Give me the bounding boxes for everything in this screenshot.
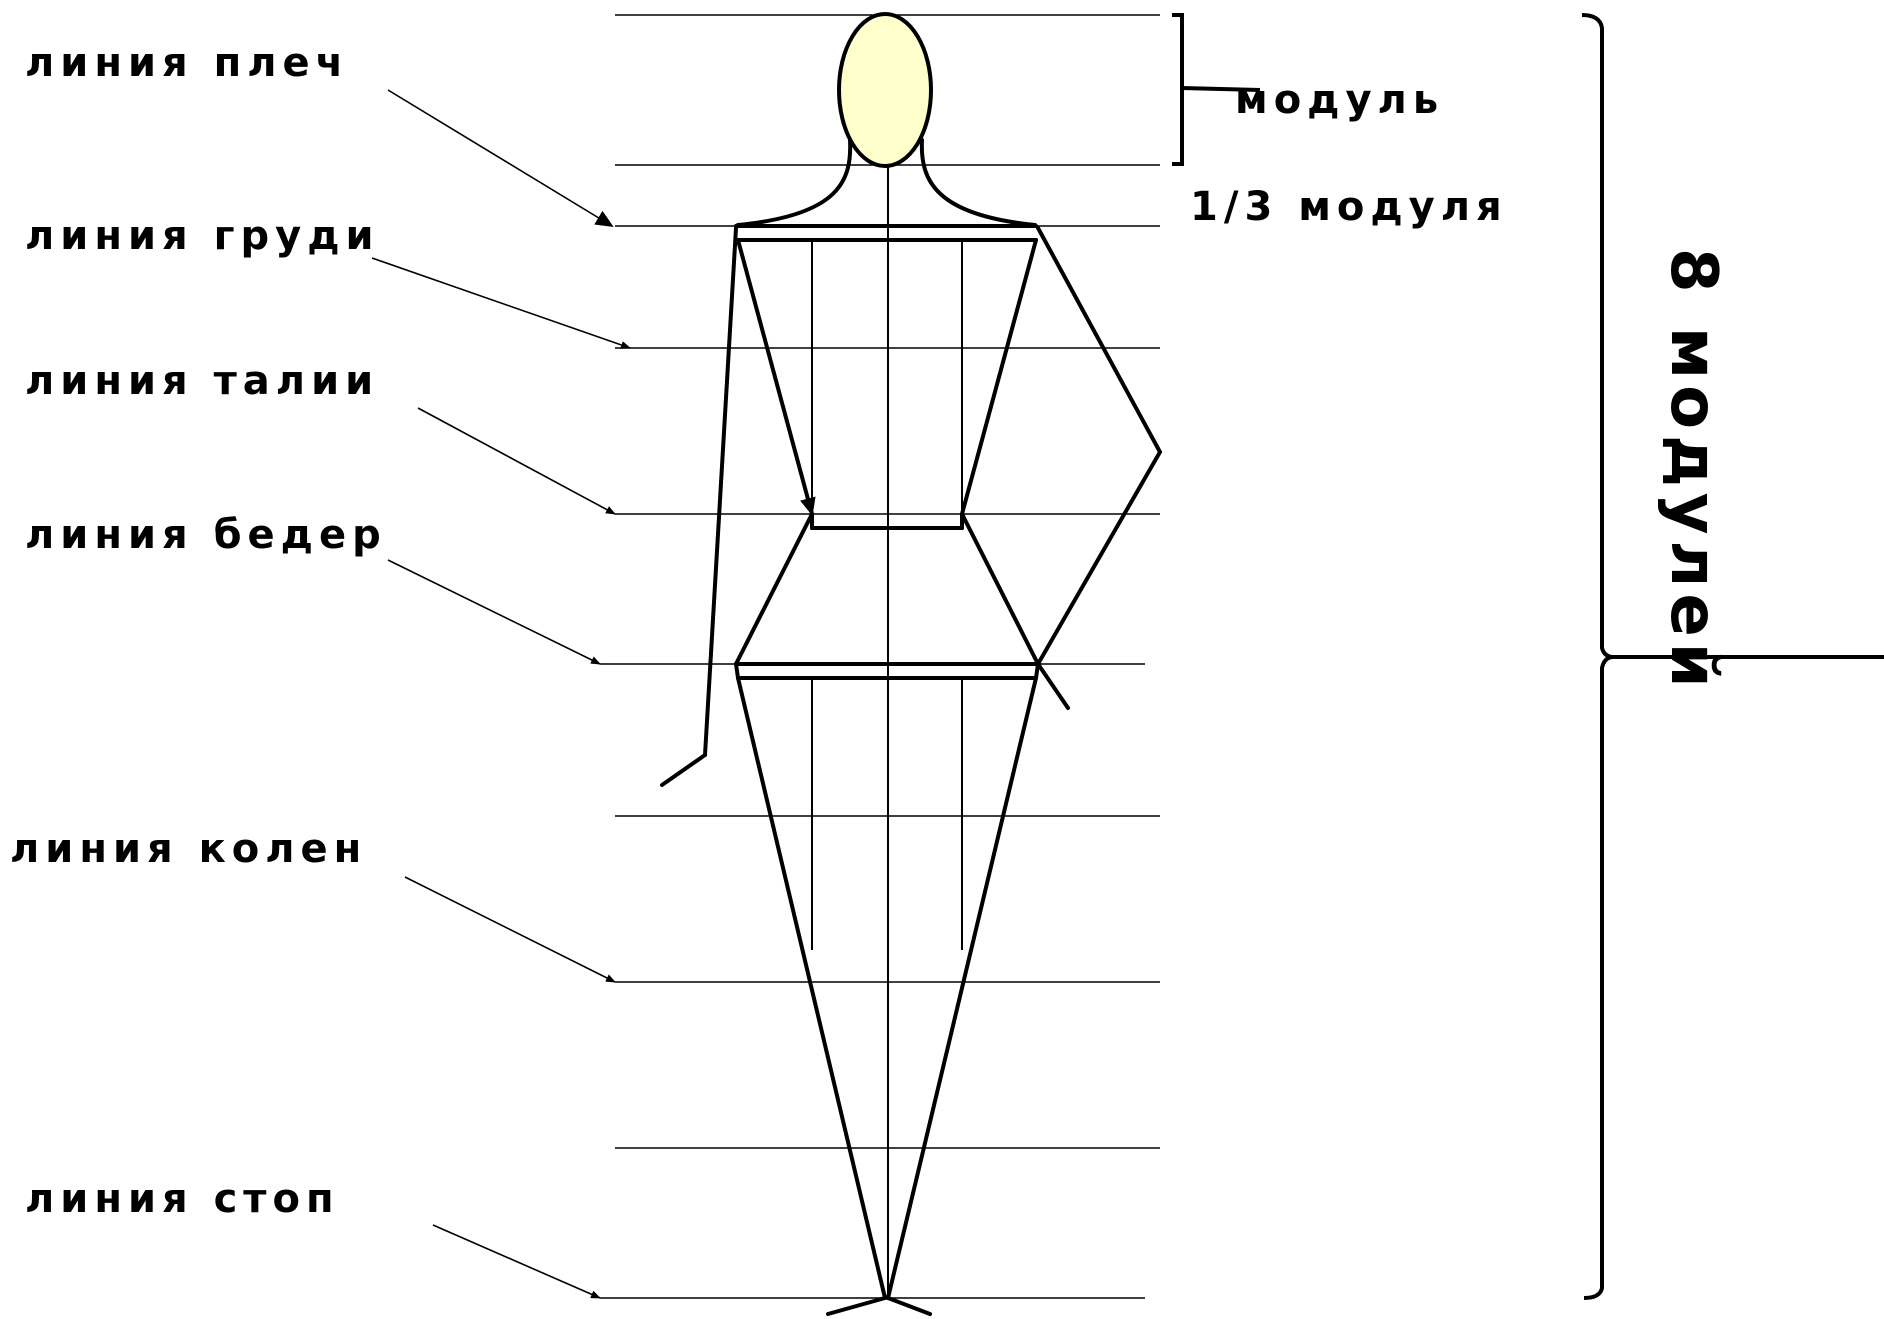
arm-right-hand: [1038, 664, 1068, 708]
arm-right-forearm: [1038, 452, 1160, 664]
module-label: модуль: [1235, 77, 1444, 123]
pointer-waist: [418, 408, 615, 514]
torso-left-diagonal: [738, 240, 812, 514]
head: [839, 14, 931, 166]
hip-right-side: [962, 514, 1038, 664]
label-knees: линия колен: [10, 826, 367, 872]
guide-lines: [600, 15, 1160, 1298]
total-height-brace: [1582, 15, 1884, 1298]
arm-left-hand: [662, 755, 705, 785]
label-feet: линия стоп: [25, 1176, 340, 1222]
label-hips: линия бедер: [25, 512, 387, 558]
label-waist: линия талии: [25, 358, 379, 404]
torso-right-diagonal: [962, 240, 1036, 514]
module-bracket: модуль 1/3 модуля: [1172, 15, 1508, 230]
pointer-shoulders: [388, 90, 612, 226]
arm-left-upper: [705, 228, 736, 755]
line-labels: линия плеч линия груди линия талии линия…: [10, 40, 630, 1298]
pointer-chest: [372, 258, 630, 348]
foot-right: [888, 1298, 930, 1314]
hip-left-corner: [736, 664, 738, 678]
pointer-hips: [388, 560, 600, 664]
label-chest: линия груди: [25, 213, 380, 259]
eight-modules-label: 8 модулей: [1656, 248, 1730, 694]
total-height-bracket: 8 модулей: [1582, 15, 1884, 1298]
neck-right: [922, 140, 1035, 225]
foot-left: [828, 1298, 885, 1314]
neck-left: [738, 140, 850, 225]
hip-left-side: [736, 514, 812, 664]
arm-right-upper: [1038, 228, 1160, 452]
pointer-feet: [433, 1225, 600, 1298]
pointer-knees: [405, 877, 615, 982]
third-module-label: 1/3 модуля: [1190, 184, 1508, 230]
label-shoulders: линия плеч: [25, 40, 349, 86]
